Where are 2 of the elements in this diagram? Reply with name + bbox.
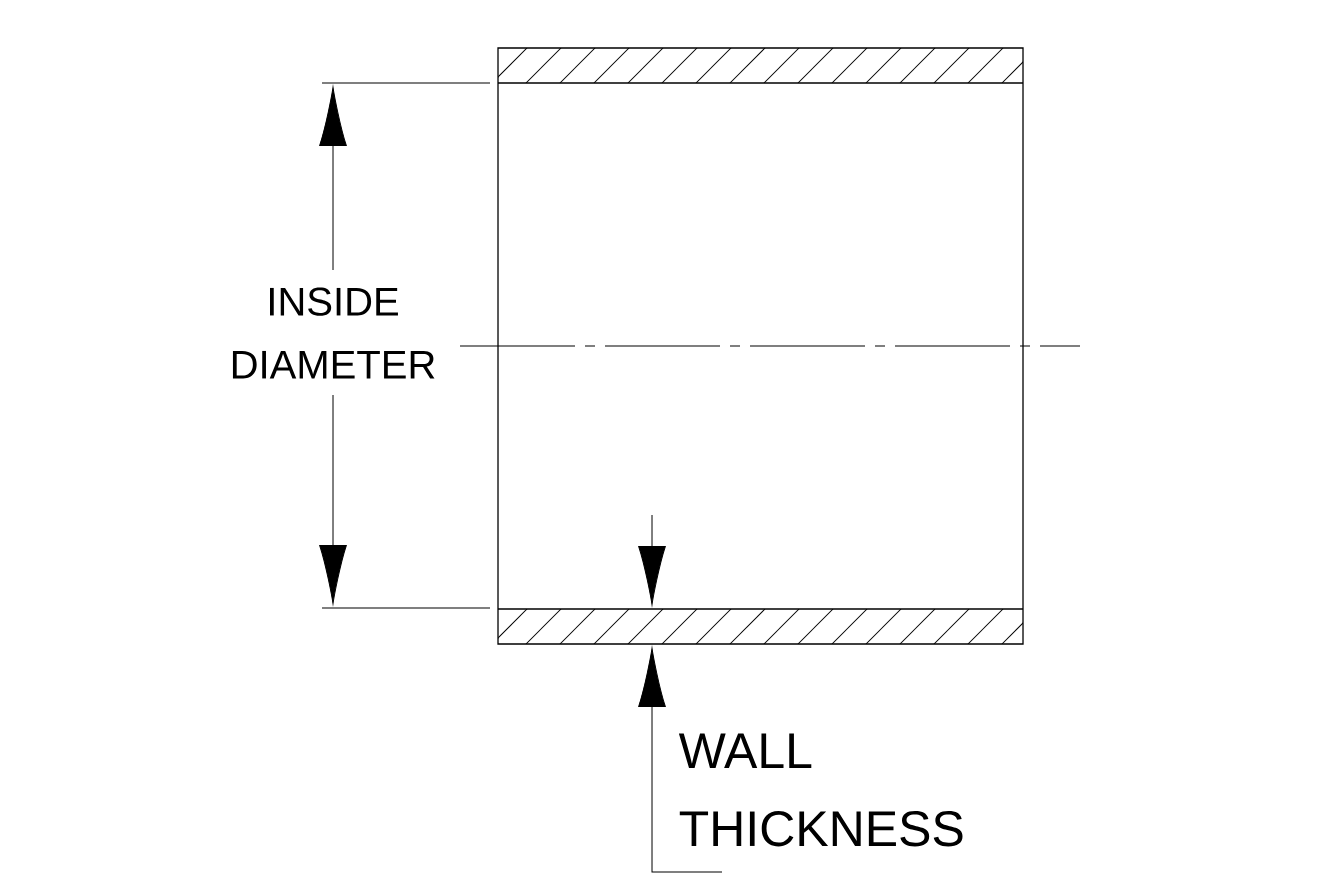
dimension-label: WALL THICKNESS [678,733,963,847]
dimension-label: INSIDE DIAMETER [232,287,435,379]
